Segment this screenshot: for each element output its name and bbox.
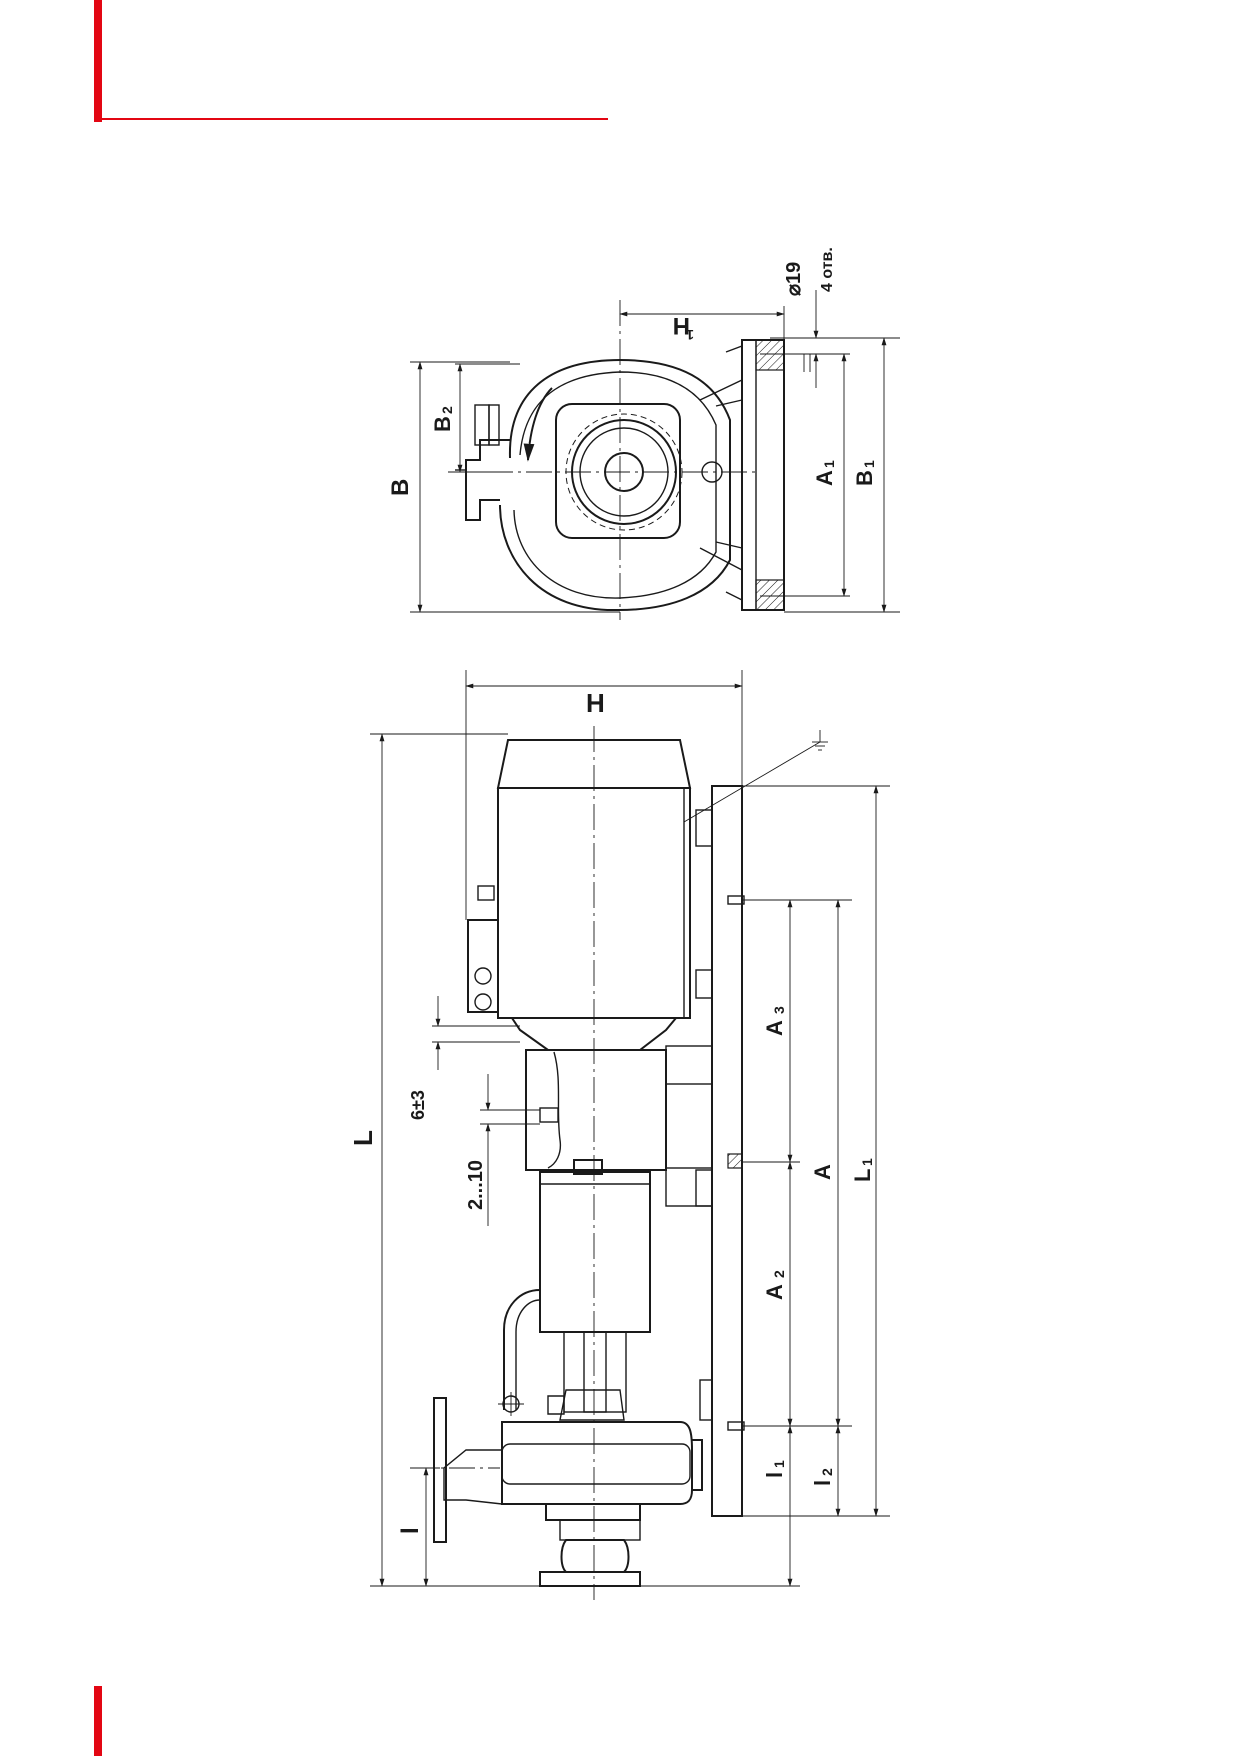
label-l: L — [348, 1130, 378, 1146]
label-a1: A — [812, 470, 837, 486]
accent-rule-top — [94, 118, 608, 120]
label-b1-sub: 1 — [861, 460, 877, 468]
label-h: H — [586, 688, 605, 718]
label-l1-small: l — [762, 1472, 787, 1478]
label-l1-sub: 1 — [859, 1158, 875, 1166]
top-view — [410, 290, 900, 620]
label-a2-sub: 2 — [771, 1270, 787, 1278]
label-hole-count: 4 отв. — [819, 247, 836, 292]
side-view-labels: H L 6±3 2...10 A 3 A A 2 L 1 l l 1 l 2 — [348, 688, 875, 1534]
label-l2-small-sub: 2 — [819, 1468, 835, 1476]
label-l2-small: l — [810, 1480, 835, 1486]
label-h1: H — [673, 312, 690, 339]
label-l1-small-sub: 1 — [771, 1460, 787, 1468]
label-a: A — [810, 1164, 835, 1180]
label-a1-sub: 1 — [821, 460, 837, 468]
label-a3: A — [762, 1020, 787, 1036]
label-h1-sub: 1 — [686, 327, 694, 343]
label-a3-sub: 3 — [771, 1006, 787, 1014]
side-view — [370, 670, 890, 1600]
label-hole-diameter: ⌀19 — [783, 262, 805, 296]
label-a2: A — [762, 1284, 787, 1300]
label-gap-2-10: 2...10 — [465, 1160, 487, 1210]
label-b: B — [387, 479, 414, 496]
label-gap-6: 6±3 — [408, 1090, 428, 1120]
accent-bar-top-left — [94, 0, 102, 122]
label-b2-sub: 2 — [439, 406, 455, 414]
label-b1: B — [852, 470, 877, 486]
accent-bar-bottom-left — [94, 1686, 102, 1756]
label-l-small: l — [397, 1527, 424, 1534]
top-view-labels: ⌀19 4 отв. H 1 B B 2 A 1 B 1 — [387, 247, 877, 496]
label-b2: B — [430, 416, 455, 432]
label-l1: L — [850, 1169, 875, 1182]
